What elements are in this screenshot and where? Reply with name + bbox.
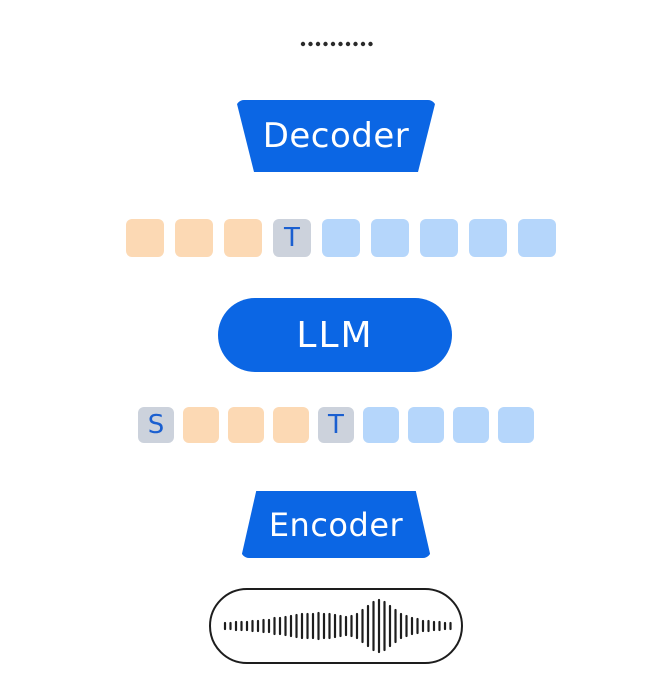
token <box>228 407 264 443</box>
llm-input-token-row: S T <box>138 407 534 443</box>
token <box>469 219 507 257</box>
llm-block: LLM <box>218 298 452 372</box>
audio-waveform-box <box>209 588 463 664</box>
llm-label: LLM <box>296 314 374 356</box>
token <box>175 219 213 257</box>
token: T <box>273 219 311 257</box>
token <box>453 407 489 443</box>
token <box>498 407 534 443</box>
decoder-input-token-row: T <box>126 219 556 257</box>
token-label: S <box>147 410 165 440</box>
token: T <box>318 407 354 443</box>
decoder-label: Decoder <box>262 116 410 156</box>
token <box>420 219 458 257</box>
output-dots-icon <box>300 41 373 47</box>
token <box>408 407 444 443</box>
encoder-label: Encoder <box>268 505 404 544</box>
token <box>322 219 360 257</box>
decoder-block: Decoder <box>236 100 436 172</box>
token <box>183 407 219 443</box>
encoder-block: Encoder <box>241 491 431 558</box>
token-label: T <box>328 410 344 440</box>
token <box>371 219 409 257</box>
token: S <box>138 407 174 443</box>
token <box>224 219 262 257</box>
token <box>363 407 399 443</box>
token <box>518 219 556 257</box>
waveform-icon <box>223 598 452 654</box>
token-label: T <box>284 223 300 253</box>
token <box>273 407 309 443</box>
token <box>126 219 164 257</box>
